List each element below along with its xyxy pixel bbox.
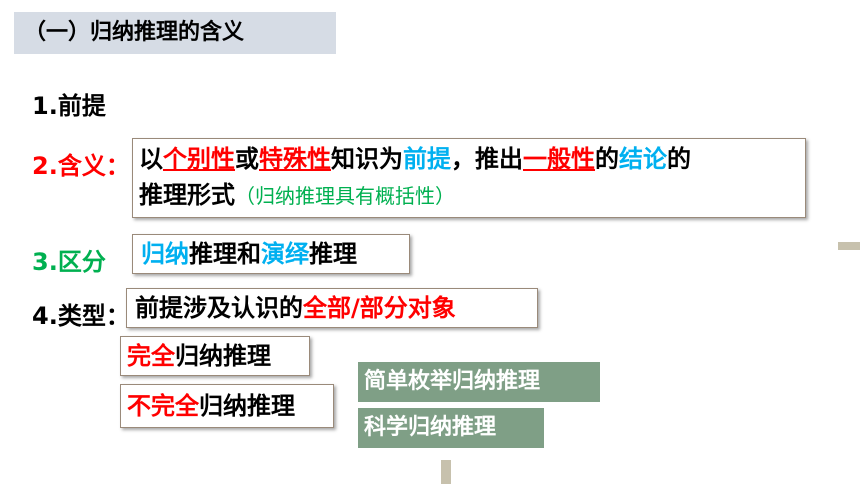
def-text: ，推出	[451, 145, 523, 173]
keyword-all-part-objects: 全部/部分对象	[303, 294, 456, 322]
distinguish-box: 归纳推理和演绎推理	[132, 234, 410, 274]
simple-enumeration-box: 简单枚举归纳推理	[358, 362, 600, 402]
keyword-complete: 完全	[127, 342, 175, 370]
distinguish-text: 推理	[309, 240, 357, 268]
keyword-incomplete: 不完全	[127, 392, 199, 420]
scientific-induction-box: 科学归纳推理	[358, 408, 544, 448]
def-text: 或	[235, 145, 259, 173]
keyword-generality: 一般性	[523, 145, 595, 173]
slide-marker-bottom	[441, 460, 451, 484]
keyword-individuality: 个别性	[163, 145, 235, 173]
item-distinguish-label: 3.区分	[32, 248, 106, 276]
definition-line-2: 推理形式（归纳推理具有概括性）	[139, 177, 799, 214]
definition-line-1: 以个别性或特殊性知识为前提，推出一般性的结论的	[139, 141, 799, 177]
incomplete-induction-box: 不完全归纳推理	[120, 384, 334, 428]
def-text: 的	[595, 145, 619, 173]
definition-note: （归纳推理具有概括性）	[235, 184, 455, 208]
meaning-definition-box: 以个别性或特殊性知识为前提，推出一般性的结论的 推理形式（归纳推理具有概括性）	[132, 138, 806, 218]
keyword-conclusion: 结论	[619, 145, 667, 173]
types-box: 前提涉及认识的全部/部分对象	[126, 288, 538, 328]
types-text: 前提涉及认识的	[135, 294, 303, 322]
keyword-particularity: 特殊性	[259, 145, 331, 173]
complete-text: 归纳推理	[175, 342, 271, 370]
complete-induction-box: 完全归纳推理	[120, 336, 310, 376]
def-text: 知识为	[331, 145, 403, 173]
section-title: （一）归纳推理的含义	[14, 12, 336, 54]
slide-marker-right	[838, 242, 860, 250]
def-text: 的	[667, 145, 691, 173]
item-premise: 1.前提	[32, 92, 106, 120]
keyword-induction: 归纳	[141, 240, 189, 268]
def-text: 推理形式	[139, 181, 235, 209]
keyword-deduction: 演绎	[261, 240, 309, 268]
item-types-label: 4.类型：	[32, 302, 130, 330]
incomplete-text: 归纳推理	[199, 392, 295, 420]
distinguish-text: 推理和	[189, 240, 261, 268]
def-text: 以	[139, 145, 163, 173]
keyword-premise: 前提	[403, 145, 451, 173]
item-meaning-label: 2.含义：	[32, 152, 130, 180]
